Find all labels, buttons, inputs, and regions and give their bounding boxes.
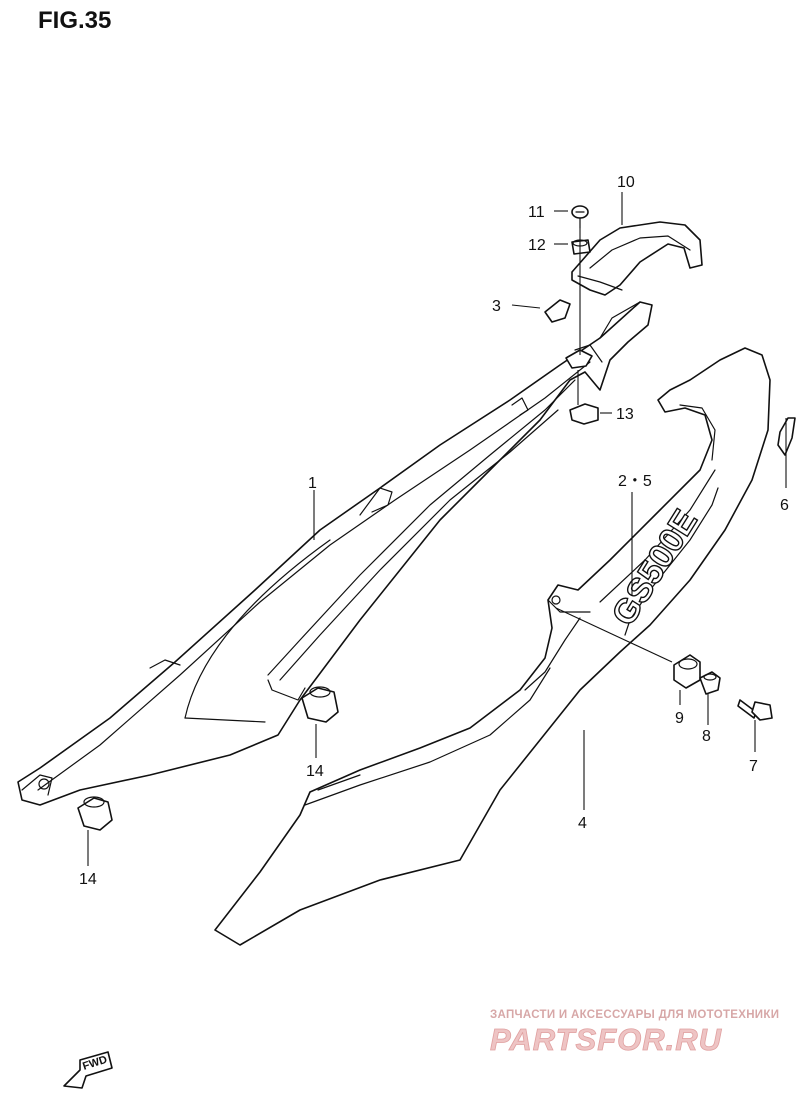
callout-9: 9: [675, 710, 684, 727]
part-13-nut-plate: [569, 403, 599, 425]
callout-3: 3: [492, 298, 501, 315]
callout-14-lower: 14: [79, 871, 97, 888]
callout-11: 11: [528, 204, 545, 221]
part-9-cushion: [673, 654, 701, 689]
callout-8: 8: [702, 728, 711, 745]
bracket-plate: [565, 349, 593, 369]
callout-14-upper: 14: [306, 763, 324, 780]
callout-10: 10: [617, 174, 635, 191]
part-10-bracket: [571, 221, 703, 296]
arrow-left-icon: [63, 1051, 113, 1089]
part-8-collar: [699, 671, 721, 695]
part-1-frame-cover: [17, 301, 653, 806]
figure-title: FIG.35: [38, 7, 111, 34]
part-12-grommet: [571, 239, 591, 255]
watermark-tagline: ЗАПЧАСТИ И АКСЕССУАРЫ ДЛЯ МОТОТЕХНИКИ: [490, 1009, 779, 1021]
callout-1: 1: [308, 475, 317, 492]
callout-13: 13: [616, 406, 634, 423]
fwd-marker: FWD: [63, 1051, 113, 1089]
watermark-logo: PARTSFOR.RU: [490, 1022, 723, 1057]
part-7-bolt: [737, 699, 773, 721]
watermark: ЗАПЧАСТИ И АКСЕССУАРЫ ДЛЯ МОТОТЕХНИКИ PA…: [490, 1009, 779, 1057]
part-14-cushion-upper: [301, 686, 339, 723]
callout-6: 6: [780, 497, 789, 514]
callout-labels: 1 2・5 3 4 6 7 8 9 10 11 12 13 14 14: [79, 174, 789, 888]
leader-lines: [87, 192, 787, 866]
callout-4: 4: [578, 815, 587, 832]
part-11-screw: [571, 205, 589, 229]
part-14-cushion-lower: [77, 796, 113, 831]
part-3-clip: [544, 299, 571, 323]
callout-12: 12: [528, 237, 546, 254]
callout-7: 7: [749, 758, 758, 775]
callout-2-5: 2・5: [618, 473, 652, 490]
